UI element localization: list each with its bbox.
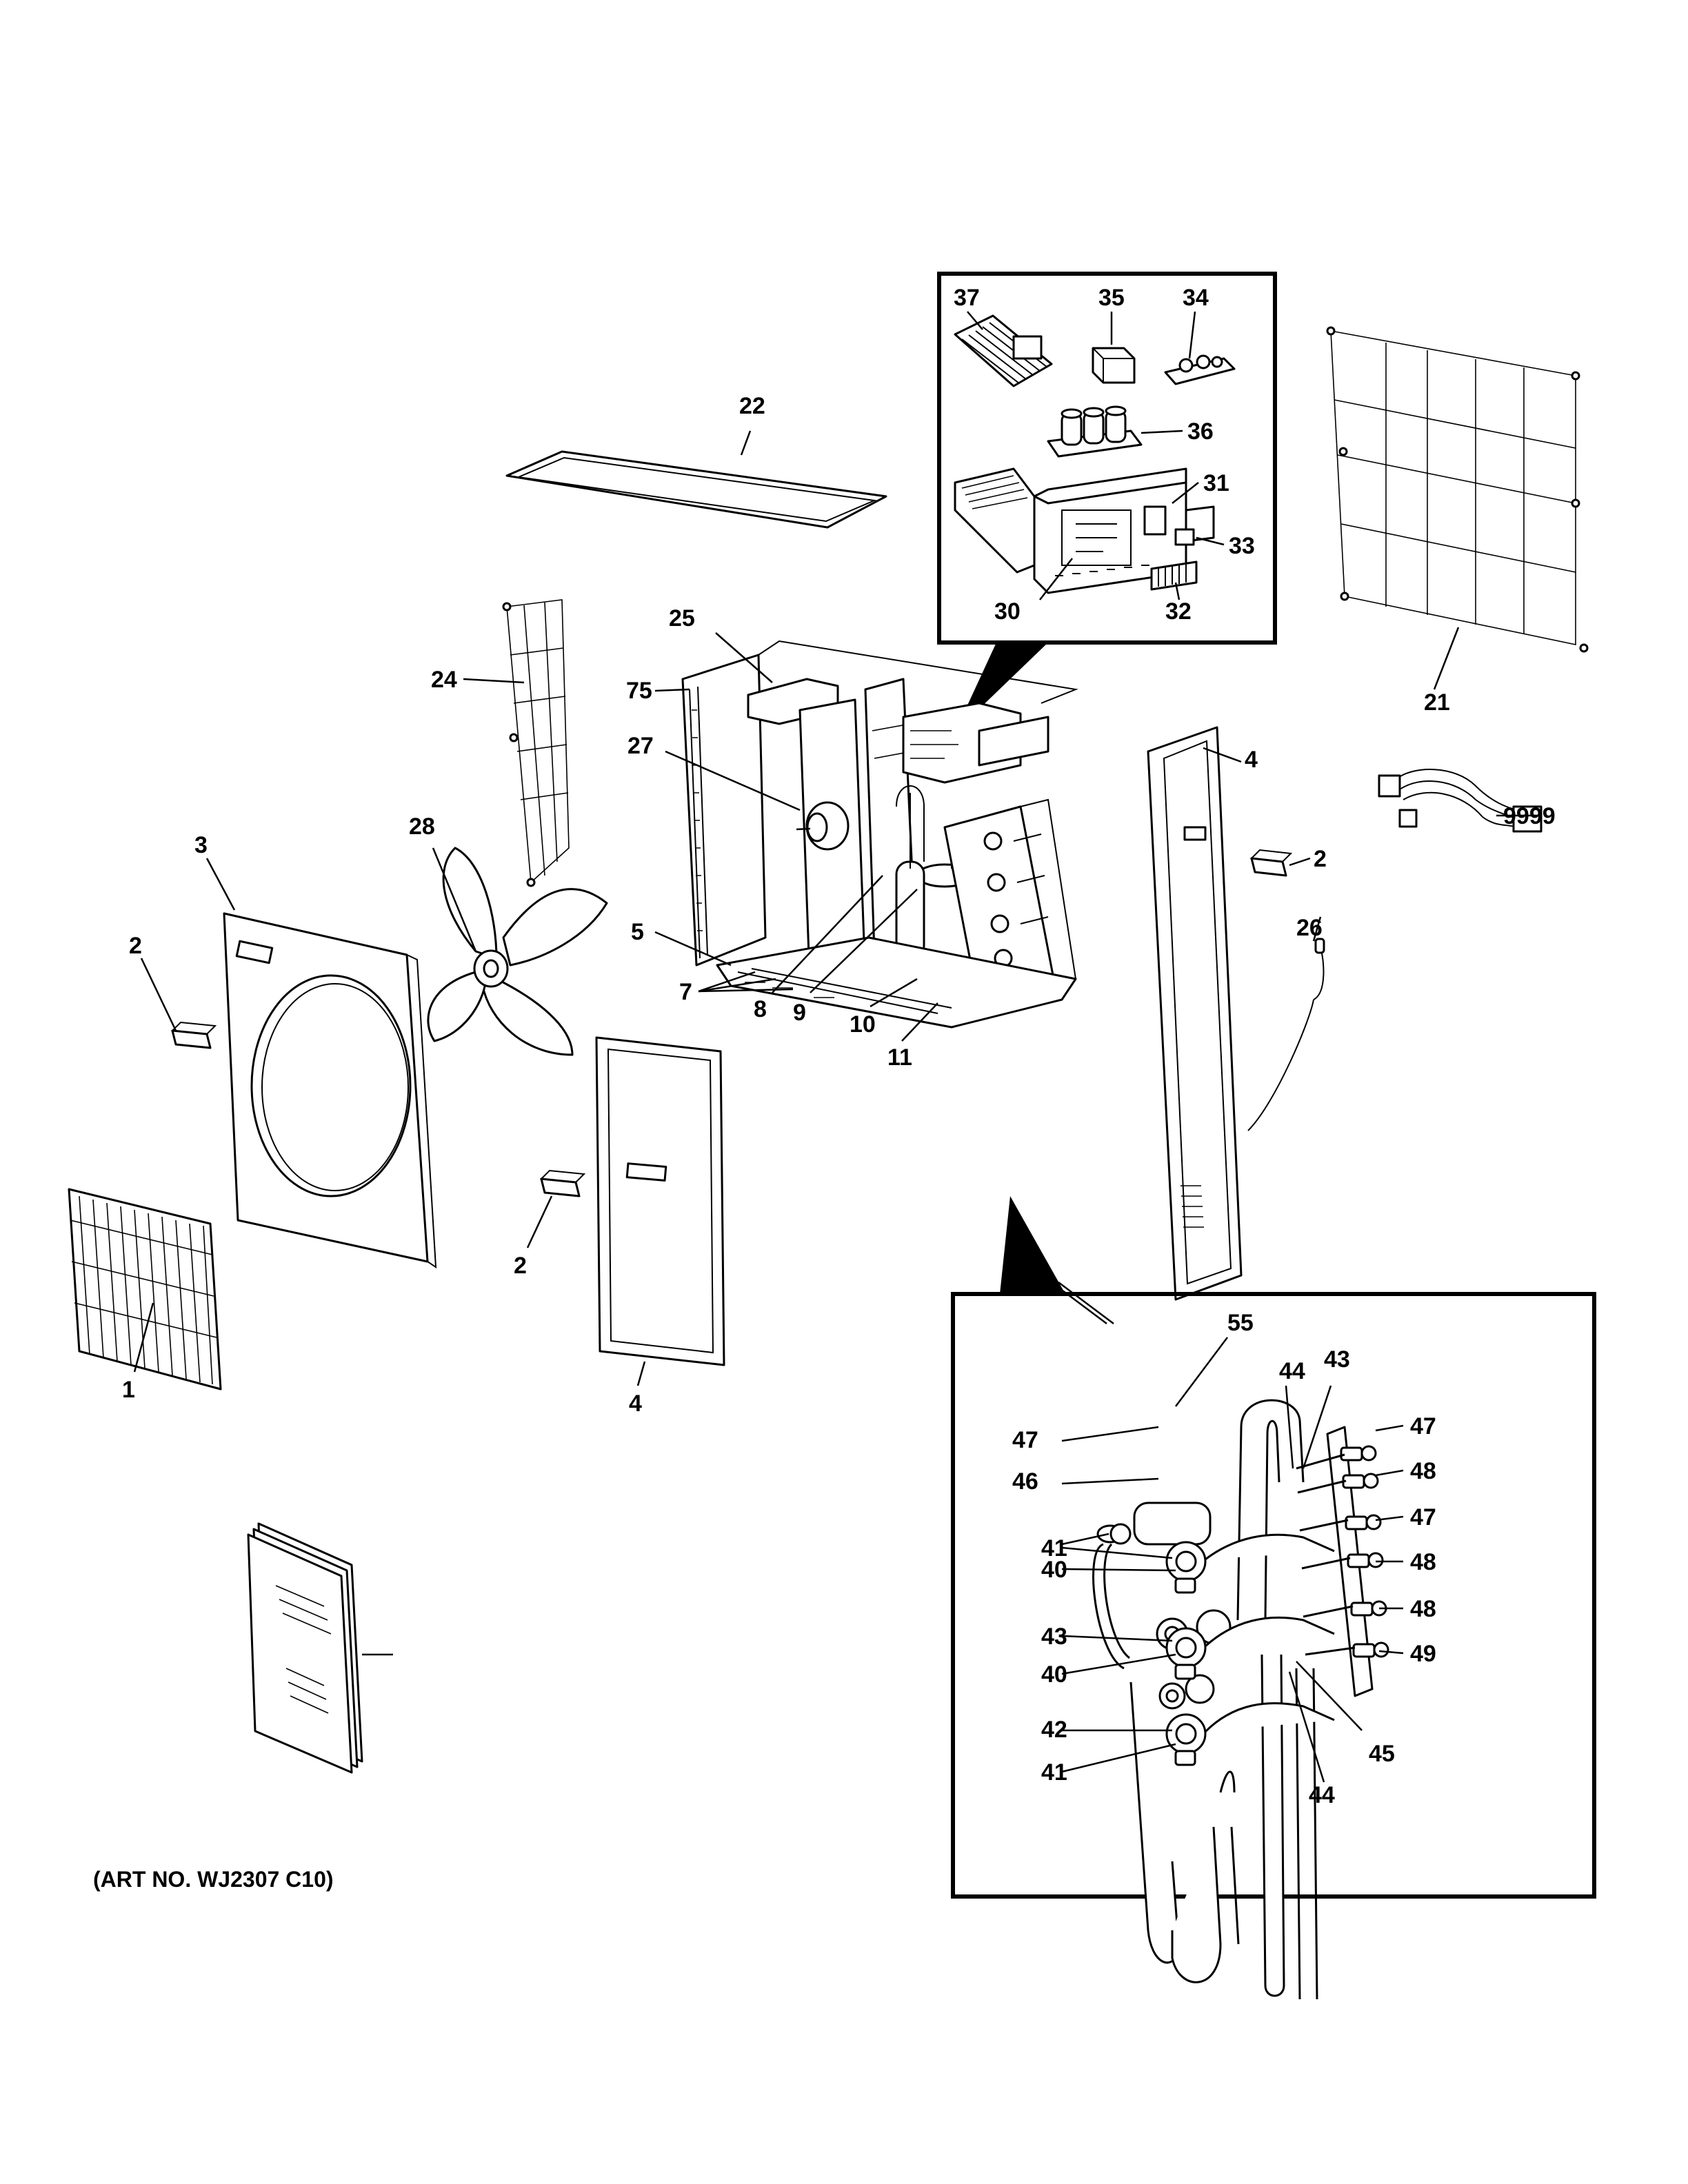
callout-24: 24 bbox=[431, 667, 457, 693]
part-34-component-board bbox=[1164, 354, 1236, 385]
callout-35: 35 bbox=[1098, 285, 1125, 311]
callout-22: 22 bbox=[739, 393, 765, 419]
callout-44-top: 44 bbox=[1279, 1358, 1305, 1384]
callout-5: 4 bbox=[1245, 747, 1258, 773]
part-37-heatsink bbox=[954, 314, 1053, 387]
callout-12: 11 bbox=[887, 1044, 912, 1071]
part-35-relay bbox=[1092, 347, 1136, 384]
part-45-valve bbox=[1158, 1674, 1215, 1710]
callout-37: 37 bbox=[954, 285, 980, 311]
callout-28: 28 bbox=[409, 813, 435, 840]
callout-26: 26 bbox=[1296, 915, 1323, 941]
part-49-reversing-valve bbox=[1092, 1502, 1212, 1670]
callout-44-bottom: 45 bbox=[1369, 1741, 1395, 1767]
callout-21: 21 bbox=[1424, 689, 1450, 716]
callout-30: 30 bbox=[994, 598, 1021, 625]
callout-40-top: 40 bbox=[1041, 1557, 1067, 1583]
callout-46: 47 bbox=[1012, 1427, 1038, 1453]
handle-right bbox=[1249, 849, 1293, 877]
part-26-temperature-sensor bbox=[1247, 938, 1325, 1131]
callout-75: 9999 bbox=[1503, 803, 1556, 829]
callout-25: 25 bbox=[669, 605, 695, 631]
callout-40-bottom: 41 bbox=[1041, 1759, 1067, 1786]
callout-48-b: 48 bbox=[1410, 1549, 1436, 1575]
callout-32: 32 bbox=[1165, 598, 1192, 625]
callout-41-bottom: 42 bbox=[1041, 1717, 1067, 1743]
callout-47-a: 47 bbox=[1410, 1413, 1436, 1439]
callout-36: 36 bbox=[1187, 418, 1214, 445]
callout-40-mid: 40 bbox=[1041, 1661, 1067, 1688]
callout-55-label: 55 bbox=[1227, 1310, 1254, 1336]
part-1-front-grille bbox=[68, 1188, 222, 1391]
callout-41-top: 41 bbox=[1041, 1535, 1067, 1561]
callout-3: 3 bbox=[194, 832, 208, 858]
callout-10: 9 bbox=[793, 1000, 806, 1026]
part-47-48-service-fittings bbox=[1296, 1426, 1389, 1697]
handle-left bbox=[170, 1021, 217, 1049]
control-board-inset bbox=[937, 272, 1277, 732]
outdoor-unit-chassis bbox=[681, 640, 1078, 1029]
part-2-handles bbox=[170, 849, 1293, 1197]
callout-49: 56 bbox=[1025, 1266, 1052, 1293]
callout-43-bottom: 44 bbox=[1309, 1782, 1335, 1808]
callout-42: 43 bbox=[1041, 1624, 1067, 1650]
art-number: (ART NO. WJ2307 C10) bbox=[93, 1867, 334, 1892]
callout-47-c: 48 bbox=[1410, 1596, 1436, 1622]
part-36-capacitors bbox=[1047, 405, 1143, 458]
callout-47-b: 47 bbox=[1410, 1504, 1436, 1530]
callout-labels: 37 35 34 36 31 33 30 32 22 21 25 24 75 2… bbox=[93, 285, 1556, 1892]
part-22-top-cover bbox=[505, 450, 887, 529]
callout-27: 27 bbox=[627, 733, 654, 759]
part-24-side-wire-guard bbox=[502, 599, 570, 887]
callout-48-c: 49 bbox=[1410, 1641, 1436, 1667]
callout-1: 1 bbox=[122, 1377, 135, 1403]
callout-2-left: 2 bbox=[129, 933, 142, 959]
part-4-access-panel bbox=[595, 1036, 725, 1366]
callout-43-top: 43 bbox=[1324, 1346, 1350, 1373]
callout-48-a: 48 bbox=[1410, 1458, 1436, 1484]
handle-center bbox=[539, 1169, 586, 1197]
callout-33: 33 bbox=[1229, 533, 1255, 559]
callout-11: 10 bbox=[850, 1011, 876, 1038]
part-27-fan-motor bbox=[796, 801, 850, 851]
callout-45: 46 bbox=[1012, 1468, 1038, 1495]
callout-8: 7 bbox=[679, 979, 692, 1005]
callout-2-right: 2 bbox=[1314, 846, 1327, 872]
part-32-terminal-strip bbox=[1150, 560, 1198, 591]
part-9999-literature bbox=[247, 1522, 363, 1774]
callout-7: 5 bbox=[631, 919, 644, 945]
part-33-fuse bbox=[1174, 528, 1195, 546]
callout-31: 31 bbox=[1203, 470, 1229, 496]
part-28-fan-blade bbox=[427, 847, 608, 1056]
part-40-41-expansion-valve-1 bbox=[1165, 1533, 1335, 1594]
part-21-rear-wire-guard bbox=[1326, 326, 1589, 653]
callout-9: 8 bbox=[754, 996, 767, 1022]
callout-4-label: 4 bbox=[629, 1391, 642, 1417]
part-75-wire-harness bbox=[1378, 769, 1543, 833]
part-40-42-expansion-valve-2 bbox=[1165, 1616, 1335, 1680]
callout-34: 34 bbox=[1183, 285, 1209, 311]
part-3-front-panel bbox=[223, 912, 437, 1268]
callout-2-center: 2 bbox=[514, 1253, 527, 1279]
part-5-side-panel bbox=[1147, 726, 1243, 1301]
callout-56: 75 bbox=[626, 678, 652, 704]
leader-lines bbox=[133, 311, 1541, 1783]
piping-valve-inset bbox=[951, 1196, 1596, 2000]
